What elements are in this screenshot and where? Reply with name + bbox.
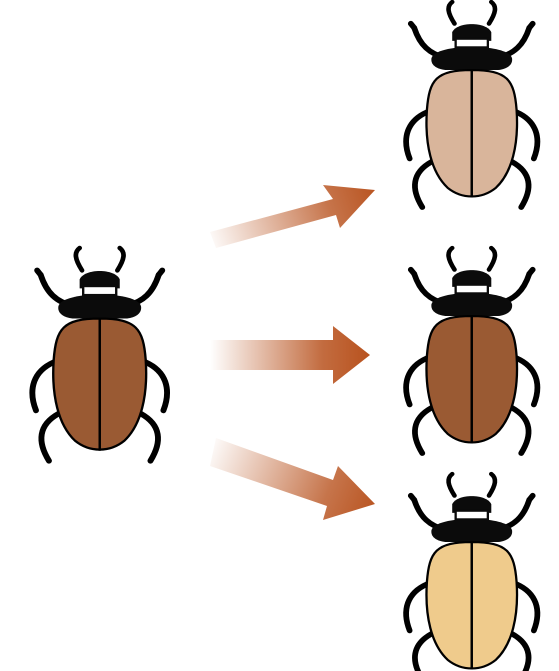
beetle-icon — [426, 70, 517, 196]
arrow-top — [210, 185, 375, 248]
arrow-bottom — [210, 438, 375, 520]
offspring-beetle-2 — [406, 248, 537, 453]
offspring-beetle-3 — [406, 474, 537, 671]
offspring-beetle-1 — [406, 2, 537, 207]
beetle-icon — [426, 542, 517, 668]
beetle-icon — [53, 319, 146, 450]
arrow-middle — [210, 326, 370, 384]
beetle-icon — [426, 316, 517, 442]
parent-beetle — [32, 248, 167, 461]
